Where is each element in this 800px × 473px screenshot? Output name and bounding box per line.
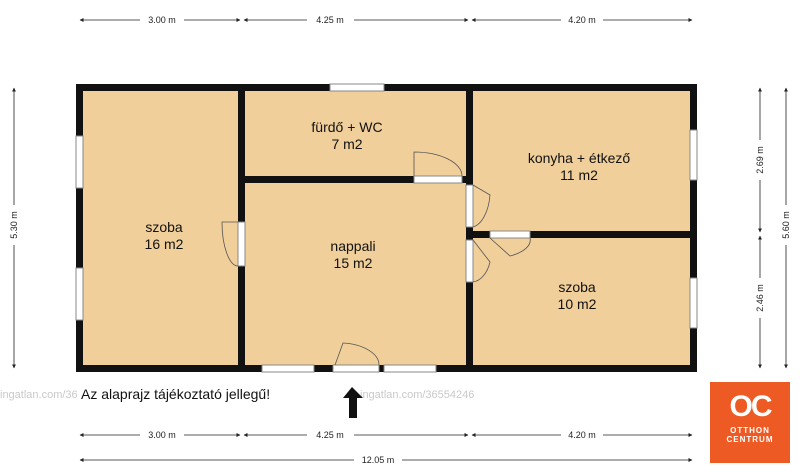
window (689, 277, 698, 329)
room-floor-nappali (244, 182, 467, 366)
dimension-total-label: 12.05 m (362, 455, 395, 465)
room-area: 15 m2 (334, 255, 373, 271)
dimension-label: 3.00 m (148, 15, 176, 25)
windows (75, 83, 698, 373)
logo-line: CENTRUM (726, 435, 774, 444)
room-floor-szoba-10 (472, 237, 691, 366)
window (261, 364, 315, 373)
room-floor-szoba-16 (82, 90, 239, 366)
dimension-label: 4.25 m (316, 15, 344, 25)
dimension-label: 3.00 m (148, 430, 176, 440)
dimension-label: 4.20 m (568, 15, 596, 25)
dimension-label: 5.30 m (9, 211, 19, 239)
room-floors (82, 90, 691, 366)
doors (221, 151, 531, 373)
room-area: 7 m2 (331, 136, 362, 152)
logo-line: OTTHON (730, 426, 770, 435)
room-name: szoba (145, 219, 183, 235)
room-area: 10 m2 (558, 296, 597, 312)
dimension-label: 4.20 m (568, 430, 596, 440)
window (383, 364, 437, 373)
watermark: ingatlan.com/36554246 (360, 389, 474, 401)
room-floor-furdo (244, 90, 467, 177)
room-name: fürdő + WC (311, 119, 382, 135)
entrance-arrow-icon (343, 387, 363, 418)
dimension-lines-bottom (79, 433, 693, 462)
room-floor-konyha (472, 90, 691, 232)
room-area: 11 m2 (560, 167, 598, 183)
room-name: konyha + étkező (528, 150, 631, 166)
window (689, 129, 698, 181)
logo-mark: OC (729, 390, 773, 423)
room-name: szoba (558, 279, 596, 295)
window (75, 135, 84, 189)
window (75, 267, 84, 321)
dimension-lines-right (758, 87, 788, 369)
otthon-centrum-logo: OC OTTHON CENTRUM (710, 382, 790, 463)
window (329, 83, 385, 92)
dimension-label: 5.60 m (781, 211, 791, 239)
dimension-label: 4.25 m (316, 430, 344, 440)
dimension-label: 2.46 m (755, 284, 765, 312)
dimension-label: 2.69 m (755, 146, 765, 174)
room-name: nappali (330, 238, 375, 254)
room-area: 16 m2 (145, 236, 184, 252)
disclaimer-note: Az alaprajz tájékoztató jellegű! (78, 385, 274, 403)
